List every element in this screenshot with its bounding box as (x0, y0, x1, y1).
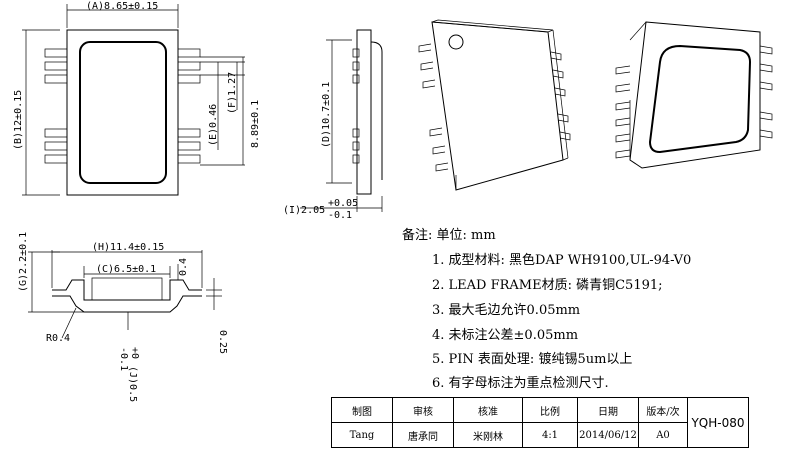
tb-header: 制图 (331, 397, 393, 423)
iso-view-top (418, 19, 571, 191)
dim-g: (G)2.2±0.1 (18, 232, 29, 292)
tb-header: 核准 (453, 397, 523, 423)
drawing-number: YQH-080 (687, 397, 749, 448)
note-item: 3. 最大毛边允许0.05mm (432, 303, 581, 318)
tb-header: 版本/次 (638, 397, 688, 423)
dim-i-minus: -0.1 (328, 210, 352, 221)
dim-pitch: 8.89±0.1 (250, 100, 261, 148)
dim-j-minus: -0.1 (118, 347, 129, 371)
note-item: 5. PIN 表面处理: 镀纯锡5um以上 (432, 352, 633, 367)
dim-r: R0.4 (46, 333, 70, 344)
note-item: 4. 未标注公差±0.05mm (432, 328, 579, 343)
dim-b: (B)12±0.15 (13, 90, 24, 150)
tb-header: 审核 (392, 397, 454, 423)
dim-0-4: 0.4 (178, 258, 189, 276)
tb-value: Tang (331, 422, 393, 448)
dim-c: (C)6.5±0.1 (96, 264, 156, 275)
tb-value: 唐承同 (392, 422, 454, 448)
dim-h: (H)11.4±0.15 (92, 242, 164, 253)
notes-heading: 备注: 单位: mm (402, 228, 496, 243)
dim-d: (D)10.7±0.1 (321, 82, 332, 148)
top-view: (A)8.65±0.15 (B)12±0.15 (E)0.46 (F)1.27 … (13, 1, 261, 196)
note-item: 6. 有字母标注为重点检测尺寸. (432, 376, 609, 391)
side-view: (D)10.7±0.1 (I)2.05 +0.05 -0.1 (283, 29, 383, 221)
dim-a: (A)8.65±0.15 (86, 1, 158, 12)
tb-header: 比例 (522, 397, 578, 423)
title-block: 制图 审核 核准 比例 日期 版本/次 YQH-080 Tang 唐承同 米刚林… (331, 397, 749, 448)
dim-i: (I)2.05 (283, 205, 325, 216)
iso-view-cavity (615, 21, 773, 169)
dim-f: (F)1.27 (227, 72, 238, 114)
tb-header: 日期 (577, 397, 639, 423)
tb-value: A0 (638, 422, 688, 448)
dim-j-plus: +0 (129, 347, 140, 359)
tb-value: 米刚林 (453, 422, 523, 448)
note-item: 2. LEAD FRAME材质: 磷青铜C5191; (432, 278, 663, 293)
tb-value: 4:1 (522, 422, 578, 448)
dim-0-25: 0.25 (217, 330, 228, 354)
dim-i-plus: +0.05 (328, 198, 358, 209)
dim-j: (J)0.5 (127, 366, 138, 402)
note-item: 1. 成型材料: 黑色DAP WH9100,UL-94-V0 (432, 253, 692, 268)
dim-e: (E)0.46 (208, 104, 219, 146)
tb-value: 2014/06/12 (577, 422, 639, 448)
cross-section: (G)2.2±0.1 (H)11.4±0.15 (C)6.5±0.1 0.4 0… (18, 232, 228, 402)
